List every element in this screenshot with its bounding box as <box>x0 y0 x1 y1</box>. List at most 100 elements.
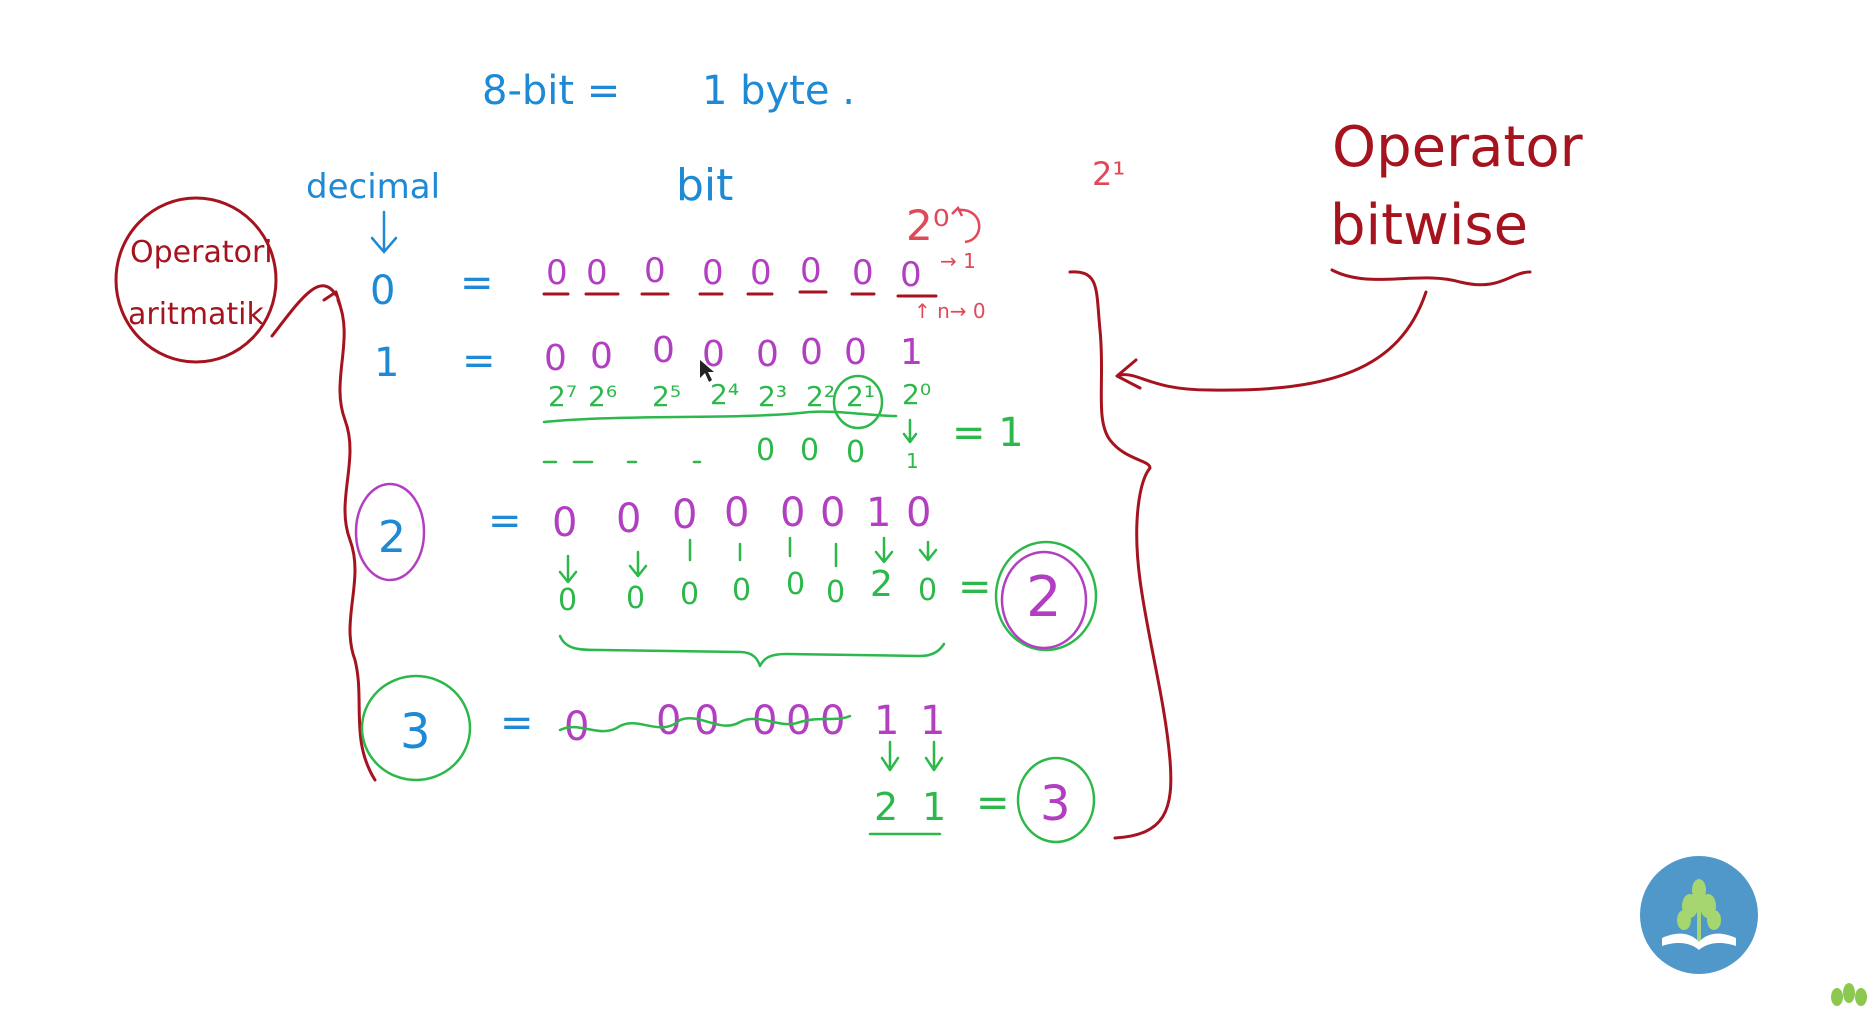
partial-1-0: 0 <box>756 433 775 468</box>
result-2-circle <box>994 540 1098 652</box>
row-1-down-arrow <box>902 418 918 444</box>
value-2-3: 0 <box>732 573 751 608</box>
value-2-6: 2 <box>870 564 893 605</box>
bit-1-1: 0 <box>590 336 613 377</box>
power-1-5: 2² <box>806 380 835 413</box>
power-1-2: 2⁵ <box>652 380 681 413</box>
power-1-1: 2⁶ <box>588 380 617 413</box>
value-2-4: 0 <box>786 567 805 602</box>
value-2-1: 0 <box>626 581 645 616</box>
label-arith-1: Operatori <box>130 235 273 270</box>
rotate-arrow-icon <box>951 205 981 244</box>
result-2: = <box>958 564 992 610</box>
bit-2-0: 0 <box>552 500 577 546</box>
value-3-0: 2 <box>874 785 898 829</box>
bit-2-4: 0 <box>780 490 805 536</box>
bit-3-5: 0 <box>820 698 845 744</box>
row-0-underline <box>542 290 938 298</box>
decimal-0: 0 <box>370 268 395 314</box>
decimal-1: 1 <box>374 340 399 386</box>
row-2-arrows <box>558 536 938 584</box>
partial-1-2: 0 <box>846 435 865 470</box>
row-2-brace <box>558 634 946 668</box>
power-1-4: 2³ <box>758 380 787 413</box>
value-3-1: 1 <box>922 785 946 829</box>
label-decimal: decimal <box>306 167 440 207</box>
row-0-extra-2: ↑ n→ 0 <box>914 299 986 323</box>
row-0-extra-1: → 1 <box>940 249 976 273</box>
bit-1-4: 0 <box>756 334 779 375</box>
power-1-7: 2⁰ <box>902 378 931 411</box>
bit-1-2: 0 <box>652 330 675 371</box>
label-arith-2: aritmatik <box>128 297 265 332</box>
equals-0: = <box>460 260 494 306</box>
equals-1: = <box>462 338 496 384</box>
row-3-strike <box>558 714 852 733</box>
label-bitwise-2: bitwise <box>1330 193 1528 258</box>
bit-0-3: 0 <box>702 253 724 293</box>
row-0: 0 = 0 0 0 0 0 0 0 0 → 1 ↑ n→ 0 <box>370 249 986 323</box>
decimal-2: 2 <box>378 512 406 563</box>
bit-1-0: 0 <box>544 338 567 379</box>
bit-0-0: 0 <box>546 253 568 293</box>
value-2-5: 0 <box>826 575 845 610</box>
bit-2-7: 0 <box>906 490 931 536</box>
bitwise-underline <box>1330 268 1532 287</box>
bit-0-5: 0 <box>800 251 822 291</box>
result-2-value: 2 <box>1026 565 1062 630</box>
label-power-top: 2⁰ <box>906 201 950 250</box>
bit-0-4: 0 <box>750 253 772 293</box>
bit-0-2: 0 <box>644 251 666 291</box>
result-3-circle <box>1016 756 1096 844</box>
mouse-cursor-icon <box>700 360 714 382</box>
equals-3: = <box>500 700 534 746</box>
row-2: 2 = 0 0 0 0 0 0 1 0 0 0 0 0 0 0 2 0 = 2 <box>354 482 1098 668</box>
bitwise-arrow <box>1115 290 1428 392</box>
bitwise-brace <box>1068 270 1173 840</box>
bit-2-5: 0 <box>820 490 845 536</box>
title-bits: 8-bit = <box>482 68 620 114</box>
result-1: = 1 <box>952 410 1024 456</box>
bit-0-1: 0 <box>586 253 608 293</box>
power-1-highlight <box>832 374 884 430</box>
value-2-7: 0 <box>918 573 937 608</box>
bit-1-3: 0 <box>702 334 725 375</box>
partial-1-3: 1 <box>906 449 919 473</box>
arith-circle <box>114 196 278 364</box>
power-1-6: 2¹ <box>846 380 875 413</box>
decimal-3-circle <box>360 674 472 782</box>
bit-1-5: 0 <box>800 332 823 373</box>
bit-2-1: 0 <box>616 496 641 542</box>
row-3-arrows <box>880 740 944 772</box>
result-3-value: 3 <box>1040 776 1071 832</box>
row-1-brace <box>542 410 898 424</box>
bit-0-6: 0 <box>852 253 874 293</box>
value-2-2: 0 <box>680 577 699 612</box>
label-bit: bit <box>676 160 733 211</box>
value-2-0: 0 <box>558 583 577 618</box>
bit-2-6: 1 <box>866 490 891 536</box>
label-power-red: 2¹ <box>1092 155 1125 193</box>
bit-1-7: 1 <box>900 332 923 373</box>
book-plant-logo-icon <box>1640 856 1758 974</box>
power-1-3: 2⁴ <box>710 378 739 411</box>
decimal-arrow <box>370 210 398 254</box>
result-2-circle-inner <box>1000 550 1088 650</box>
arith-bracket <box>336 298 377 782</box>
bit-1-6: 0 <box>844 332 867 373</box>
decimal-3: 3 <box>400 704 431 760</box>
bit-3-7: 1 <box>920 698 945 744</box>
bit-3-6: 1 <box>874 698 899 744</box>
power-1-0: 2⁷ <box>548 380 577 413</box>
bit-2-3: 0 <box>724 490 749 536</box>
leaf-icon <box>1831 983 1867 1006</box>
result-3: = <box>976 780 1010 826</box>
row-3: 3 = 0 0 0 0 0 0 1 1 2 1 = 3 <box>360 674 1096 844</box>
label-bitwise-1: Operator <box>1332 115 1584 180</box>
title-byte: 1 byte . <box>702 68 855 114</box>
bit-0-7: 0 <box>900 255 922 295</box>
equals-2: = <box>488 498 522 544</box>
arith-arrow <box>270 284 342 338</box>
decimal-2-circle <box>354 482 426 582</box>
